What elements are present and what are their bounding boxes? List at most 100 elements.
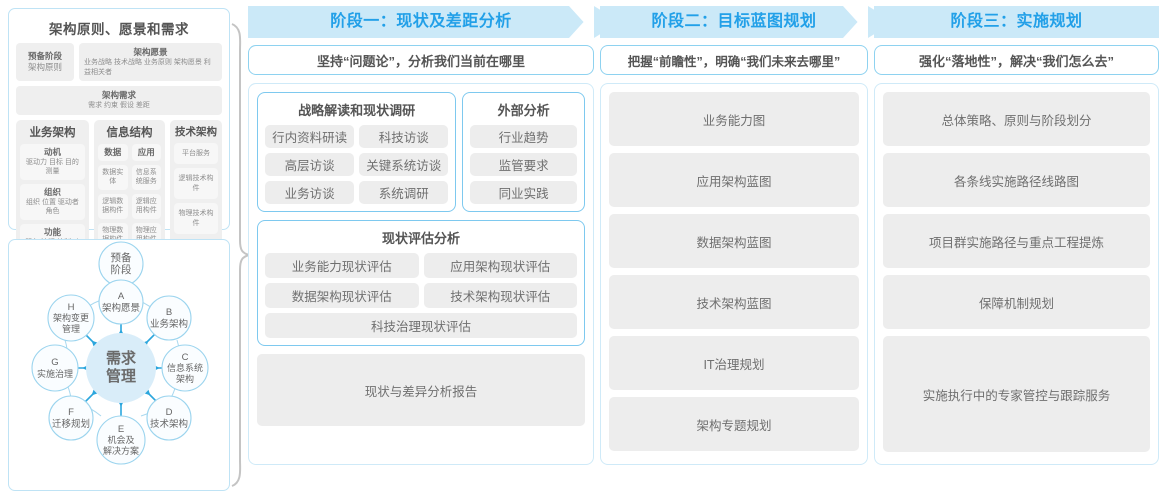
pill-item[interactable]: 项目群实施路径与重点工程提炼 [883, 214, 1150, 268]
pill-item[interactable]: 行业趋势 [470, 125, 577, 148]
adm-node-h [47, 294, 95, 342]
adm-cycle-diagram: 需求 管理 预备 阶段 A 架构愿景 B 业务架构 C 信息系统 架构 [31, 241, 209, 465]
pill-item[interactable]: 业务能力现状评估 [265, 253, 419, 278]
phase-2-body: 业务能力图 应用架构蓝图 数据架构蓝图 技术架构蓝图 IT治理规划 架构专题规划 [600, 83, 868, 465]
prelim-block: 预备阶段 架构原则 [16, 43, 74, 81]
pill-item[interactable]: 数据架构现状评估 [265, 283, 419, 308]
svg-text:架构: 架构 [176, 373, 194, 384]
phase-2-header-band [600, 6, 868, 38]
pill-item[interactable]: 高层访谈 [265, 153, 355, 176]
svg-text:解决方案: 解决方案 [103, 445, 139, 456]
svg-text:B: B [166, 307, 172, 318]
card-strategy-survey: 战略解读和现状调研 行内资料研读 科技访谈 高层访谈 关键系统访谈 业务访谈 系… [257, 92, 457, 212]
pill-item[interactable]: 实施执行中的专家管控与跟踪服务 [883, 336, 1150, 452]
svg-text:机会及: 机会及 [107, 434, 134, 445]
adm-center-line2: 管理 [106, 367, 136, 385]
phase-3-header-band [874, 6, 1159, 38]
svg-text:迁移规划: 迁移规划 [52, 418, 90, 430]
svg-text:H: H [68, 302, 75, 313]
svg-text:预备: 预备 [111, 251, 132, 264]
pill-item[interactable]: 业务能力图 [609, 92, 859, 146]
prelim-sub: 架构原则 [27, 62, 62, 72]
requirement-block: 架构需求 需求 约束 假设 差距 [16, 86, 222, 115]
pill-item[interactable]: 应用架构蓝图 [609, 153, 859, 207]
svg-text:业务架构: 业务架构 [150, 318, 188, 330]
svg-text:技术架构: 技术架构 [150, 418, 188, 430]
requirement-sub: 需求 约束 假设 差距 [88, 102, 150, 109]
svg-text:架构变更: 架构变更 [53, 312, 89, 323]
pill-item[interactable]: 关键系统访谈 [359, 153, 449, 176]
info-subcol-application: 应用 信息系统服务 逻辑应用构件 物理应用构件 [131, 143, 162, 248]
pill-item[interactable]: 总体策略、原则与阶段划分 [883, 92, 1150, 146]
card-strategy-survey-items: 行内资料研读 科技访谈 高层访谈 关键系统访谈 业务访谈 系统调研 [265, 125, 449, 204]
svg-text:A: A [118, 291, 125, 302]
requirement-title: 架构需求 [101, 90, 136, 100]
brace-connector [231, 23, 250, 487]
svg-text:阶段: 阶段 [111, 263, 132, 276]
pill-item[interactable]: 技术架构现状评估 [423, 283, 577, 308]
card-strategy-survey-title: 战略解读和现状调研 [298, 103, 416, 118]
pill-item[interactable]: 行内资料研读 [265, 125, 355, 148]
vision-title: 架构愿景 [133, 47, 168, 57]
pill-item[interactable]: 技术架构蓝图 [609, 275, 859, 329]
business-group: 组织 组织 位置 驱动者 角色 [20, 183, 85, 220]
phase-column-1: 阶段一：现状及差距分析 坚持“问题论”，分析我们当前在哪里 战略解读和现状调研 … [248, 6, 620, 465]
pill-item[interactable]: 各条线实施路径线路图 [883, 153, 1150, 207]
adm-node-b [146, 295, 192, 341]
phase-1-subtitle: 坚持“问题论”，分析我们当前在哪里 [248, 45, 594, 75]
card-external-analysis-items: 行业趋势 监管要求 同业实践 [470, 125, 577, 204]
info-subcol-data: 数据 数据实体 逻辑数据构件 物理数据构件 [97, 143, 128, 248]
pill-item-wide[interactable]: 科技治理现状评估 [265, 313, 577, 338]
pill-item[interactable]: IT治理规划 [609, 336, 859, 390]
phase-3-body: 总体策略、原则与阶段划分 各条线实施路径线路图 项目群实施路径与重点工程提炼 保… [874, 83, 1159, 465]
svg-text:F: F [68, 407, 74, 418]
column-business-head: 业务架构 [29, 126, 76, 139]
phase-3-items: 总体策略、原则与阶段划分 各条线实施路径线路图 项目群实施路径与重点工程提炼 保… [883, 92, 1150, 452]
pill-item[interactable]: 架构专题规划 [609, 397, 859, 451]
adm-node-g [31, 344, 79, 392]
card-current-assessment-items: 业务能力现状评估 应用架构现状评估 数据架构现状评估 技术架构现状评估 [265, 253, 577, 308]
pill-item[interactable]: 保障机制规划 [883, 275, 1150, 329]
phase-2-header: 阶段二：目标蓝图规划 [600, 6, 894, 38]
phase-1-header-band [248, 6, 594, 38]
svg-text:C: C [182, 352, 189, 363]
phase-3-title: 阶段三：实施规划 [950, 13, 1083, 30]
svg-text:G: G [51, 357, 58, 368]
framework-row-requirement: 架构需求 需求 约束 假设 差距 [16, 86, 222, 115]
adm-node-d [146, 395, 192, 441]
svg-text:架构愿景: 架构愿景 [102, 302, 140, 314]
pill-item[interactable]: 监管要求 [470, 153, 577, 176]
phase-1-title: 阶段一：现状及差距分析 [330, 13, 512, 30]
pill-item[interactable]: 业务访谈 [265, 181, 355, 204]
phase-3-subtitle: 强化“落地性”，解决“我们怎么去” [874, 45, 1159, 75]
prelim-title: 预备阶段 [27, 51, 62, 61]
adm-node-c [161, 344, 209, 392]
adm-center-line1: 需求 [106, 349, 137, 367]
svg-text:管理: 管理 [62, 323, 80, 334]
pill-report[interactable]: 现状与差异分析报告 [257, 354, 585, 426]
business-group: 动机 驱动力 目标 目的 测量 [20, 143, 85, 180]
phase-1-body: 战略解读和现状调研 行内资料研读 科技访谈 高层访谈 关键系统访谈 业务访谈 系… [248, 83, 594, 465]
svg-text:D: D [166, 407, 173, 418]
column-tech-head: 技术架构 [175, 125, 218, 138]
adm-node-a [98, 279, 144, 325]
framework-title: 架构原则、愿景和需求 [49, 22, 189, 37]
vision-block: 架构愿景 业务战略 技术战略 业务原则 架构愿景 利益相关者 [79, 43, 222, 81]
phase-1-header: 阶段一：现状及差距分析 [248, 6, 620, 38]
phase-2-subtitle: 把握“前瞻性”，明确“我们未来去哪里” [600, 45, 868, 75]
adm-center-node [86, 333, 156, 403]
phase-column-2: 阶段二：目标蓝图规划 把握“前瞻性”，明确“我们未来去哪里” 业务能力图 应用架… [600, 6, 894, 465]
card-external-analysis: 外部分析 行业趋势 监管要求 同业实践 [462, 92, 585, 212]
pill-item[interactable]: 科技访谈 [359, 125, 449, 148]
pill-item[interactable]: 应用架构现状评估 [423, 253, 577, 278]
framework-row-vision: 预备阶段 架构原则 架构愿景 业务战略 技术战略 业务原则 架构愿景 利益相关者 [16, 43, 222, 81]
svg-text:信息系统: 信息系统 [167, 362, 203, 373]
pill-item[interactable]: 同业实践 [470, 181, 577, 204]
pill-item[interactable]: 数据架构蓝图 [609, 214, 859, 268]
svg-text:实施治理: 实施治理 [37, 368, 73, 379]
card-external-analysis-title: 外部分析 [497, 103, 550, 118]
phase-2-items: 业务能力图 应用架构蓝图 数据架构蓝图 技术架构蓝图 IT治理规划 架构专题规划 [609, 92, 859, 451]
vision-sub: 业务战略 技术战略 业务原则 架构愿景 利益相关者 [84, 59, 211, 76]
pill-item[interactable]: 系统调研 [359, 181, 449, 204]
adm-cycle-card: 需求 管理 预备 阶段 A 架构愿景 B 业务架构 C 信息系统 架构 [8, 239, 230, 491]
